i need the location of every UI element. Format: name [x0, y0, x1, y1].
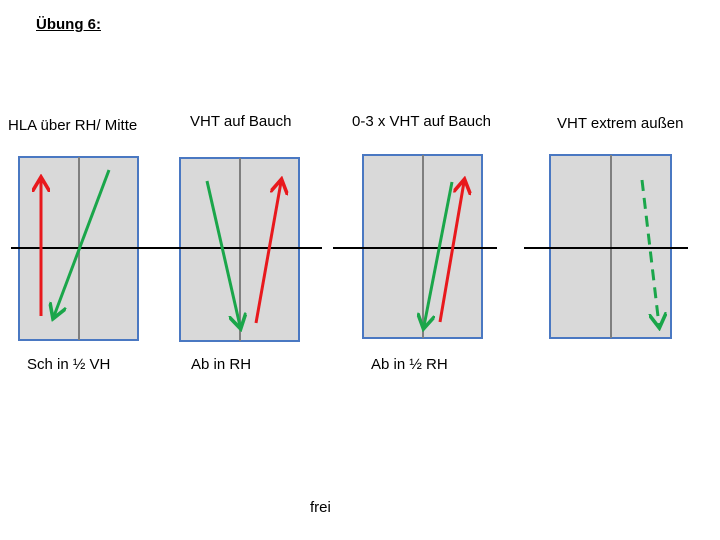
panel-4-heading: VHT extrem außen — [557, 115, 684, 132]
panel-3-green-arrow — [424, 181, 454, 326]
panel-3-red-arrow — [438, 182, 464, 323]
panel-3-caption: Ab in ½ RH — [371, 356, 448, 373]
panel-1-caption: Sch in ½ VH — [27, 356, 111, 373]
panel-3-heading: 0-3 x VHT auf Bauch — [352, 113, 491, 130]
panel-1-green-arrow — [54, 169, 111, 316]
exercise-title: Übung 6: — [36, 16, 101, 33]
footer-text: frei — [310, 499, 331, 516]
panel-2-heading: VHT auf Bauch — [190, 113, 292, 130]
panel-2-red-arrow — [254, 182, 281, 324]
panel-4-green-dashed-arrow — [640, 179, 659, 325]
panel-2-green-arrow — [205, 180, 240, 326]
panel-2-caption: Ab in RH — [191, 356, 252, 373]
panel-1-heading: HLA über RH/ Mitte — [8, 117, 138, 134]
